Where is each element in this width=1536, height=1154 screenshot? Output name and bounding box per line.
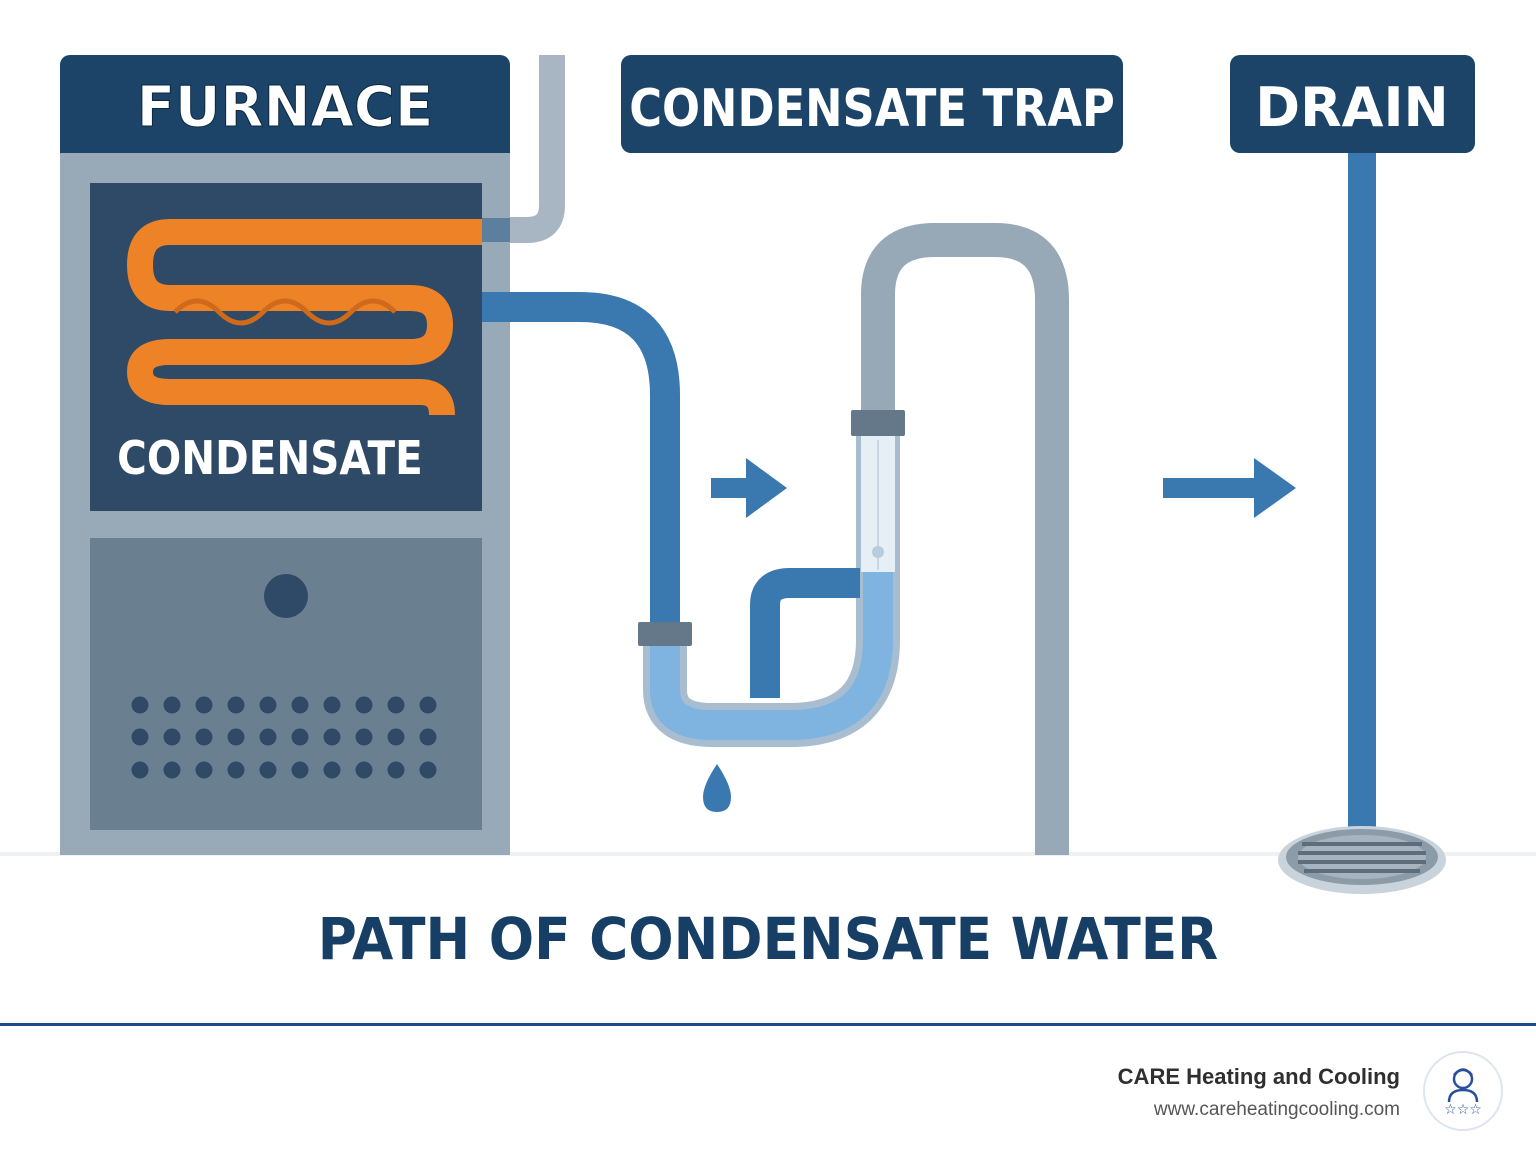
condensate-trap — [638, 410, 905, 747]
trap-label: CONDENSATE TRAP — [629, 79, 1115, 139]
trap-header: CONDENSATE TRAP — [621, 55, 1123, 153]
furnace-header — [60, 55, 510, 153]
floor-drain — [1278, 153, 1446, 894]
gray-trap-pipe — [861, 223, 1069, 855]
water-drop-icon — [703, 764, 731, 812]
floor-line — [0, 852, 1536, 856]
furnace: FURNACE CONDENSATE — [60, 55, 510, 855]
footer-divider — [0, 1023, 1536, 1026]
condensate-label: CONDENSATE — [117, 433, 423, 486]
furnace-label: FURNACE — [137, 75, 433, 140]
company-name: CARE Heating and Cooling — [1117, 1064, 1400, 1089]
condensate-pipe — [482, 292, 680, 625]
flow-arrow-1 — [711, 458, 787, 518]
drain-label: DRAIN — [1255, 76, 1448, 139]
flow-arrow-2 — [1163, 458, 1296, 518]
company-url[interactable]: www.careheatingcooling.com — [1153, 1099, 1400, 1120]
technician-with-stars-icon: ☆☆☆ — [1423, 1051, 1503, 1131]
trap-coupling-right — [851, 410, 905, 436]
diagram-title: PATH OF CONDENSATE WATER — [317, 905, 1219, 973]
svg-text:☆☆☆: ☆☆☆ — [1444, 1102, 1482, 1118]
vent-pipe — [482, 55, 565, 243]
furnace-indicator-light — [264, 574, 308, 618]
furnace-vent-holes — [131, 696, 437, 779]
heat-exchanger-coil — [126, 219, 482, 416]
trap-coupling-left — [638, 622, 692, 646]
drain-header: DRAIN — [1230, 55, 1475, 153]
